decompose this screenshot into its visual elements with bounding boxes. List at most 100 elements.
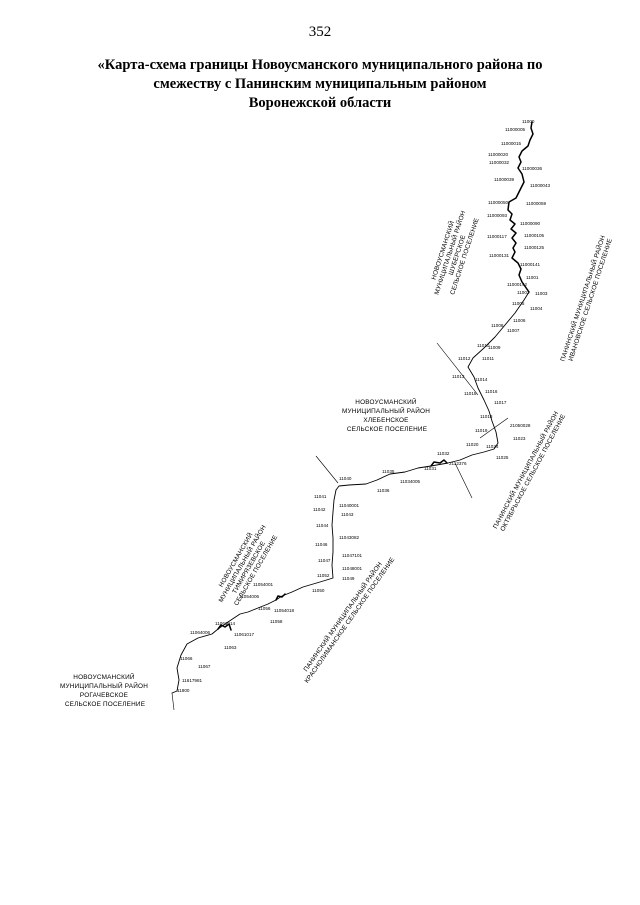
boundary-segment-south <box>171 489 337 694</box>
point-label: 11000039 <box>494 177 515 182</box>
point-label: 11000036 <box>522 166 543 171</box>
boundary-segment-north <box>507 121 534 293</box>
title-line-2: смежеству с Панинским муниципальным райо… <box>153 76 487 92</box>
boundary-line-shuberskoe-khlebenskoe <box>436 342 479 396</box>
point-label: 11054001 <box>253 582 274 587</box>
point-label: 11058 <box>270 619 283 624</box>
point-label: 11040 <box>339 476 352 481</box>
point-label: 11000131 <box>489 253 510 258</box>
point-label: 11005 <box>512 301 525 306</box>
title-line-1: «Карта-схема границы Новоусманского муни… <box>97 57 543 73</box>
point-label: 11034005 <box>400 479 421 484</box>
point-label: 11018 <box>480 414 493 419</box>
point-label: 11025 <box>496 455 509 460</box>
adjacent-boundaries <box>171 342 509 711</box>
point-label: 11040001 <box>339 503 360 508</box>
point-label: 11011 <box>482 356 495 361</box>
point-label: 11046 <box>315 542 328 547</box>
point-label: 11000141 <box>520 262 541 267</box>
point-label: 11056 <box>258 606 271 611</box>
point-label: 11043 <box>341 512 354 517</box>
point-label: 11000105 <box>524 233 545 238</box>
point-label: 11054006 <box>239 594 260 599</box>
point-label: 11050 <box>312 588 325 593</box>
point-label: 11043082 <box>339 535 360 540</box>
point-label: 11010 <box>477 343 490 348</box>
point-label: 11042 <box>313 507 326 512</box>
point-label: 11013 <box>452 374 465 379</box>
point-label: 11054018 <box>274 608 295 613</box>
point-label: 11000093 <box>487 213 508 218</box>
point-label: 21050028 <box>510 423 531 428</box>
boundary-line-ivanovskoe-oktyabrskoe <box>479 417 509 439</box>
point-label: 11000020 <box>488 152 509 157</box>
point-label: 11020 <box>466 442 479 447</box>
area-labels: НОВОУСМАНСКИЙ МУНИЦИПАЛЬНЫЙ РАЙОН ШУБЕРС… <box>60 205 615 708</box>
point-label: 11061017 <box>234 632 255 637</box>
point-label: 11006 <box>513 318 526 323</box>
point-label: 11024 <box>486 444 499 449</box>
point-label: 11800 <box>177 688 190 693</box>
area-label-ivanovskoe: ПАНИНСКИЙ МУНИЦИПАЛЬНЫЙ РАЙОН ИВАНОВСКОЕ… <box>558 232 615 365</box>
point-label: 11047 <box>318 558 331 563</box>
point-label: 11003 <box>535 291 548 296</box>
point-label: 11000032 <box>489 160 510 165</box>
point-label: 11009 <box>488 345 501 350</box>
point-label: 11004 <box>530 306 543 311</box>
point-label: 11044 <box>316 523 329 528</box>
point-label: 11035 <box>382 469 395 474</box>
area-label-khlebenskoe: НОВОУСМАНСКИЙ МУНИЦИПАЛЬНЫЙ РАЙОН ХЛЕБЕН… <box>342 397 432 433</box>
point-label: 11008 <box>491 323 504 328</box>
boundary-line-oktyabrskoe-krasnolimanskoe <box>454 462 473 499</box>
point-label: 11617981 <box>182 678 203 683</box>
point-label: 11064006 <box>190 630 211 635</box>
boundary-segment-center <box>335 291 530 491</box>
point-label: 11000043 <box>530 183 551 188</box>
point-label: 11049 <box>342 576 355 581</box>
point-label: 11061014 <box>215 621 236 626</box>
point-label: 11000059 <box>526 201 547 206</box>
point-label: 11031 <box>424 466 437 471</box>
point-label: 11000050 <box>488 200 509 205</box>
point-label: 11001 <box>526 275 539 280</box>
point-label: 11063 <box>224 645 237 650</box>
boundary-line-khlebenskoe-timiryazevskoe <box>315 455 339 484</box>
point-label: 11015 <box>464 391 477 396</box>
point-label: 11000090 <box>520 221 541 226</box>
point-label: 11000005 <box>505 127 526 132</box>
point-label: 11012 <box>458 356 471 361</box>
area-label-rogachevskoe: НОВОУСМАНСКИЙ МУНИЦИПАЛЬНЫЙ РАЙОН РОГАЧЕ… <box>60 672 150 708</box>
point-label: 11002 <box>517 290 530 295</box>
point-label: 11016 <box>485 389 498 394</box>
point-label: 11052 <box>317 573 330 578</box>
point-labels: 11000 11000005 11000015 11000020 1100003… <box>177 119 551 693</box>
point-label: 11000117 <box>487 234 507 239</box>
point-label: 11023 <box>513 436 526 441</box>
point-label: 11000142 <box>507 282 528 287</box>
point-label: 2112376 <box>449 461 467 466</box>
point-label: 11000125 <box>524 245 545 250</box>
boundary-segment-detail-2 <box>275 593 286 601</box>
point-label: 11067 <box>198 664 211 669</box>
point-label: 11066 <box>180 656 193 661</box>
point-label: 11000 <box>522 119 535 124</box>
boundary-line-rogachevskoe <box>171 692 175 711</box>
point-label: 11032 <box>437 451 450 456</box>
point-label: 11000015 <box>501 141 522 146</box>
title-line-3: Воронежской области <box>248 95 392 111</box>
page-title: «Карта-схема границы Новоусманского муни… <box>40 56 600 113</box>
point-label: 11019 <box>475 428 488 433</box>
main-boundary <box>171 121 534 694</box>
point-label: 11047101 <box>342 553 363 558</box>
point-label: 11036 <box>377 488 390 493</box>
point-label: 11041 <box>314 494 327 499</box>
boundary-segment-detail-3 <box>217 623 232 631</box>
point-label: 11014 <box>475 377 488 382</box>
point-label: 11007 <box>507 328 520 333</box>
point-label: 11048001 <box>342 566 363 571</box>
area-label-shuberskoe: НОВОУСМАНСКИЙ МУНИЦИПАЛЬНЫЙ РАЙОН ШУБЕРС… <box>424 205 482 300</box>
boundary-segment-detail-1 <box>430 459 448 467</box>
page-number: 352 <box>308 24 332 40</box>
point-label: 11017 <box>494 400 507 405</box>
